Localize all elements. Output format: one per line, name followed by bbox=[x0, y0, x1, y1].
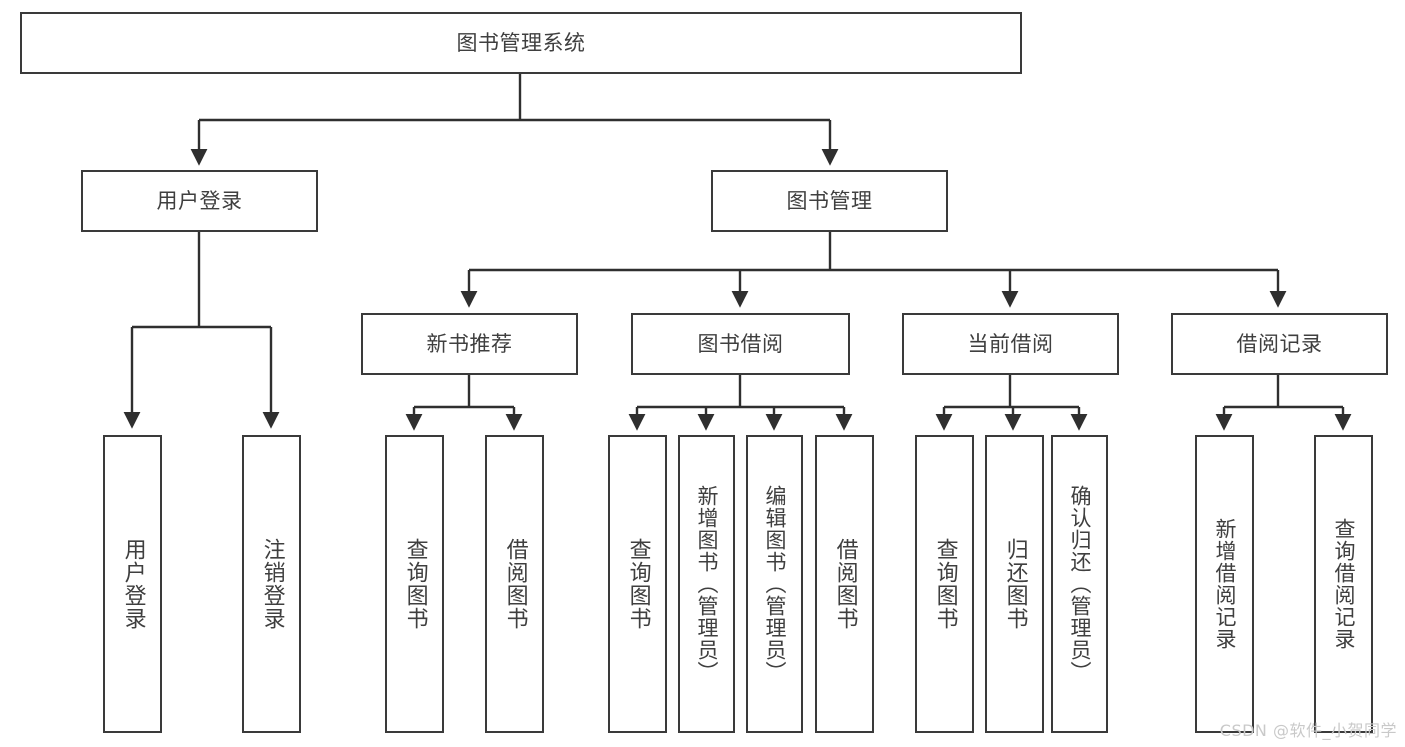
node-user-login-label: 用户登录 bbox=[156, 188, 243, 213]
node-leaf-query-book-3-label: 查询图书 bbox=[932, 538, 958, 630]
node-leaf-add-book-label: 新增图书（管理员） bbox=[695, 485, 720, 683]
node-leaf-edit-book-label: 编辑图书（管理员） bbox=[763, 485, 788, 683]
node-leaf-add-record[interactable]: 新增借阅记录 bbox=[1195, 435, 1254, 733]
node-leaf-confirm-return-label: 确认归还（管理员） bbox=[1068, 485, 1093, 683]
node-leaf-add-book[interactable]: 新增图书（管理员） bbox=[678, 435, 735, 733]
node-new-book-rec[interactable]: 新书推荐 bbox=[361, 313, 578, 375]
node-borrow-record[interactable]: 借阅记录 bbox=[1171, 313, 1388, 375]
node-leaf-query-book-1-label: 查询图书 bbox=[402, 538, 428, 630]
node-leaf-user-login-label: 用户登录 bbox=[120, 538, 146, 630]
node-leaf-query-book-1[interactable]: 查询图书 bbox=[385, 435, 444, 733]
node-leaf-confirm-return[interactable]: 确认归还（管理员） bbox=[1051, 435, 1108, 733]
node-leaf-borrow-book-2[interactable]: 借阅图书 bbox=[815, 435, 874, 733]
node-leaf-query-record-label: 查询借阅记录 bbox=[1332, 518, 1357, 650]
node-leaf-query-book-2[interactable]: 查询图书 bbox=[608, 435, 667, 733]
node-leaf-user-login[interactable]: 用户登录 bbox=[103, 435, 162, 733]
node-leaf-query-book-3[interactable]: 查询图书 bbox=[915, 435, 974, 733]
node-borrow-record-label: 借阅记录 bbox=[1236, 331, 1323, 356]
node-leaf-borrow-book-1[interactable]: 借阅图书 bbox=[485, 435, 544, 733]
node-leaf-query-book-2-label: 查询图书 bbox=[625, 538, 651, 630]
node-leaf-return-book[interactable]: 归还图书 bbox=[985, 435, 1044, 733]
node-user-login[interactable]: 用户登录 bbox=[81, 170, 318, 232]
node-leaf-borrow-book-1-label: 借阅图书 bbox=[502, 538, 528, 630]
node-root[interactable]: 图书管理系统 bbox=[20, 12, 1022, 74]
watermark-text: CSDN @软件_小贺同学 bbox=[1219, 721, 1397, 740]
node-leaf-return-book-label: 归还图书 bbox=[1002, 538, 1028, 630]
node-leaf-borrow-book-2-label: 借阅图书 bbox=[832, 538, 858, 630]
node-book-manage[interactable]: 图书管理 bbox=[711, 170, 948, 232]
node-leaf-logout[interactable]: 注销登录 bbox=[242, 435, 301, 733]
node-leaf-edit-book[interactable]: 编辑图书（管理员） bbox=[746, 435, 803, 733]
node-book-borrow-label: 图书借阅 bbox=[697, 331, 784, 356]
node-root-label: 图书管理系统 bbox=[456, 30, 586, 55]
node-leaf-query-record[interactable]: 查询借阅记录 bbox=[1314, 435, 1373, 733]
node-book-manage-label: 图书管理 bbox=[786, 188, 873, 213]
node-book-borrow[interactable]: 图书借阅 bbox=[631, 313, 850, 375]
node-new-book-rec-label: 新书推荐 bbox=[426, 331, 513, 356]
node-leaf-logout-label: 注销登录 bbox=[259, 538, 285, 630]
node-current-borrow[interactable]: 当前借阅 bbox=[902, 313, 1119, 375]
node-current-borrow-label: 当前借阅 bbox=[967, 331, 1054, 356]
node-leaf-add-record-label: 新增借阅记录 bbox=[1213, 518, 1238, 650]
